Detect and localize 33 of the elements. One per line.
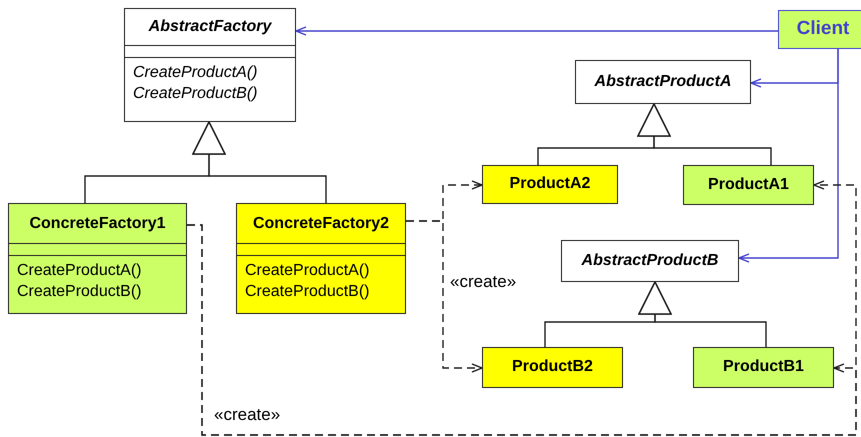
class-name: ProductB1 — [723, 358, 804, 376]
class-name: ProductA1 — [708, 176, 789, 194]
generalization-arrow — [192, 121, 327, 203]
class-name: AbstractProductA — [594, 72, 732, 90]
class-name: ConcreteFactory2 — [252, 214, 390, 232]
class-box — [482, 165, 618, 204]
class-box — [482, 347, 623, 388]
class-box — [575, 60, 751, 104]
dependency-arrow — [406, 220, 483, 373]
class-box — [693, 347, 834, 388]
client-box — [778, 10, 861, 49]
class-name: Client — [796, 18, 850, 40]
operation: CreateProductA() — [245, 261, 370, 281]
class-box — [561, 240, 739, 282]
operation: CreateProductB() — [17, 282, 142, 302]
class-name: AbstractProductB — [582, 252, 718, 270]
association-arrow — [738, 49, 839, 263]
class-name: ConcreteFactory1 — [29, 214, 166, 232]
dependency-arrow — [187, 224, 857, 436]
operation: CreateProductA() — [133, 63, 258, 83]
operation: CreateProductB() — [245, 282, 370, 302]
class-box — [124, 8, 296, 122]
class-box — [236, 203, 406, 314]
class-name: AbstractFactory — [148, 18, 272, 36]
operation: CreateProductB() — [133, 84, 258, 104]
class-name: ProductA2 — [510, 175, 590, 193]
class-box — [8, 203, 187, 314]
class-box — [683, 165, 814, 205]
association-arrow — [295, 26, 778, 36]
generalization-arrow — [637, 103, 772, 165]
generalization-arrow — [638, 281, 767, 347]
class-name: ProductB2 — [512, 358, 593, 376]
operation: CreateProductA() — [17, 261, 142, 281]
